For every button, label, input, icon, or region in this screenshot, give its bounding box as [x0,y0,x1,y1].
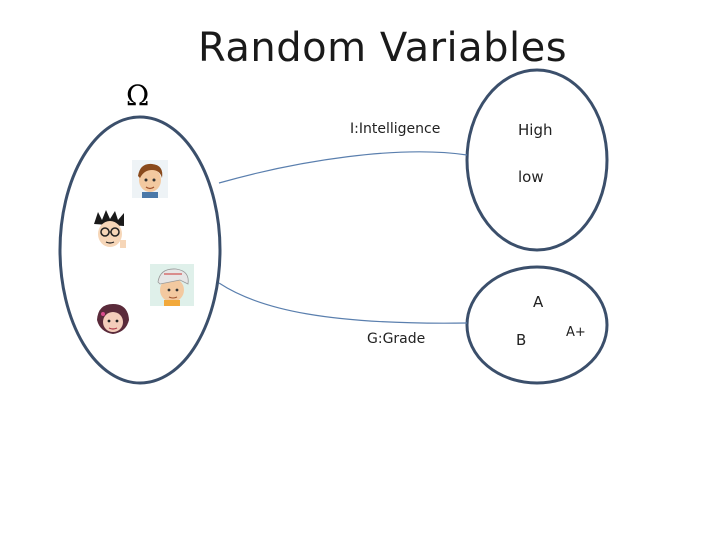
student-avatar-dark-hair-icon [94,302,132,338]
grade-mapping-line [218,282,468,324]
student-avatar-glasses-icon [90,210,130,252]
grade-variable-label: G:Grade [367,331,426,347]
intelligence-variable-label: I:Intelligence [350,121,441,137]
intelligence-value-high: High [518,121,553,139]
slide-title: Random Variables [198,25,568,71]
intelligence-range-ellipse [465,68,609,252]
intelligence-mapping-line [218,151,468,184]
grade-range-ellipse [465,265,609,385]
sample-space-ellipse [58,115,222,385]
student-avatar-cap-icon [150,264,194,306]
grade-value-a-plus: A+ [566,325,586,340]
student-avatar-brown-hair-icon [132,160,168,198]
omega-symbol: Ω [126,79,150,112]
grade-value-a: A [533,293,544,311]
grade-value-b: B [516,331,527,349]
intelligence-value-low: low [518,168,544,186]
